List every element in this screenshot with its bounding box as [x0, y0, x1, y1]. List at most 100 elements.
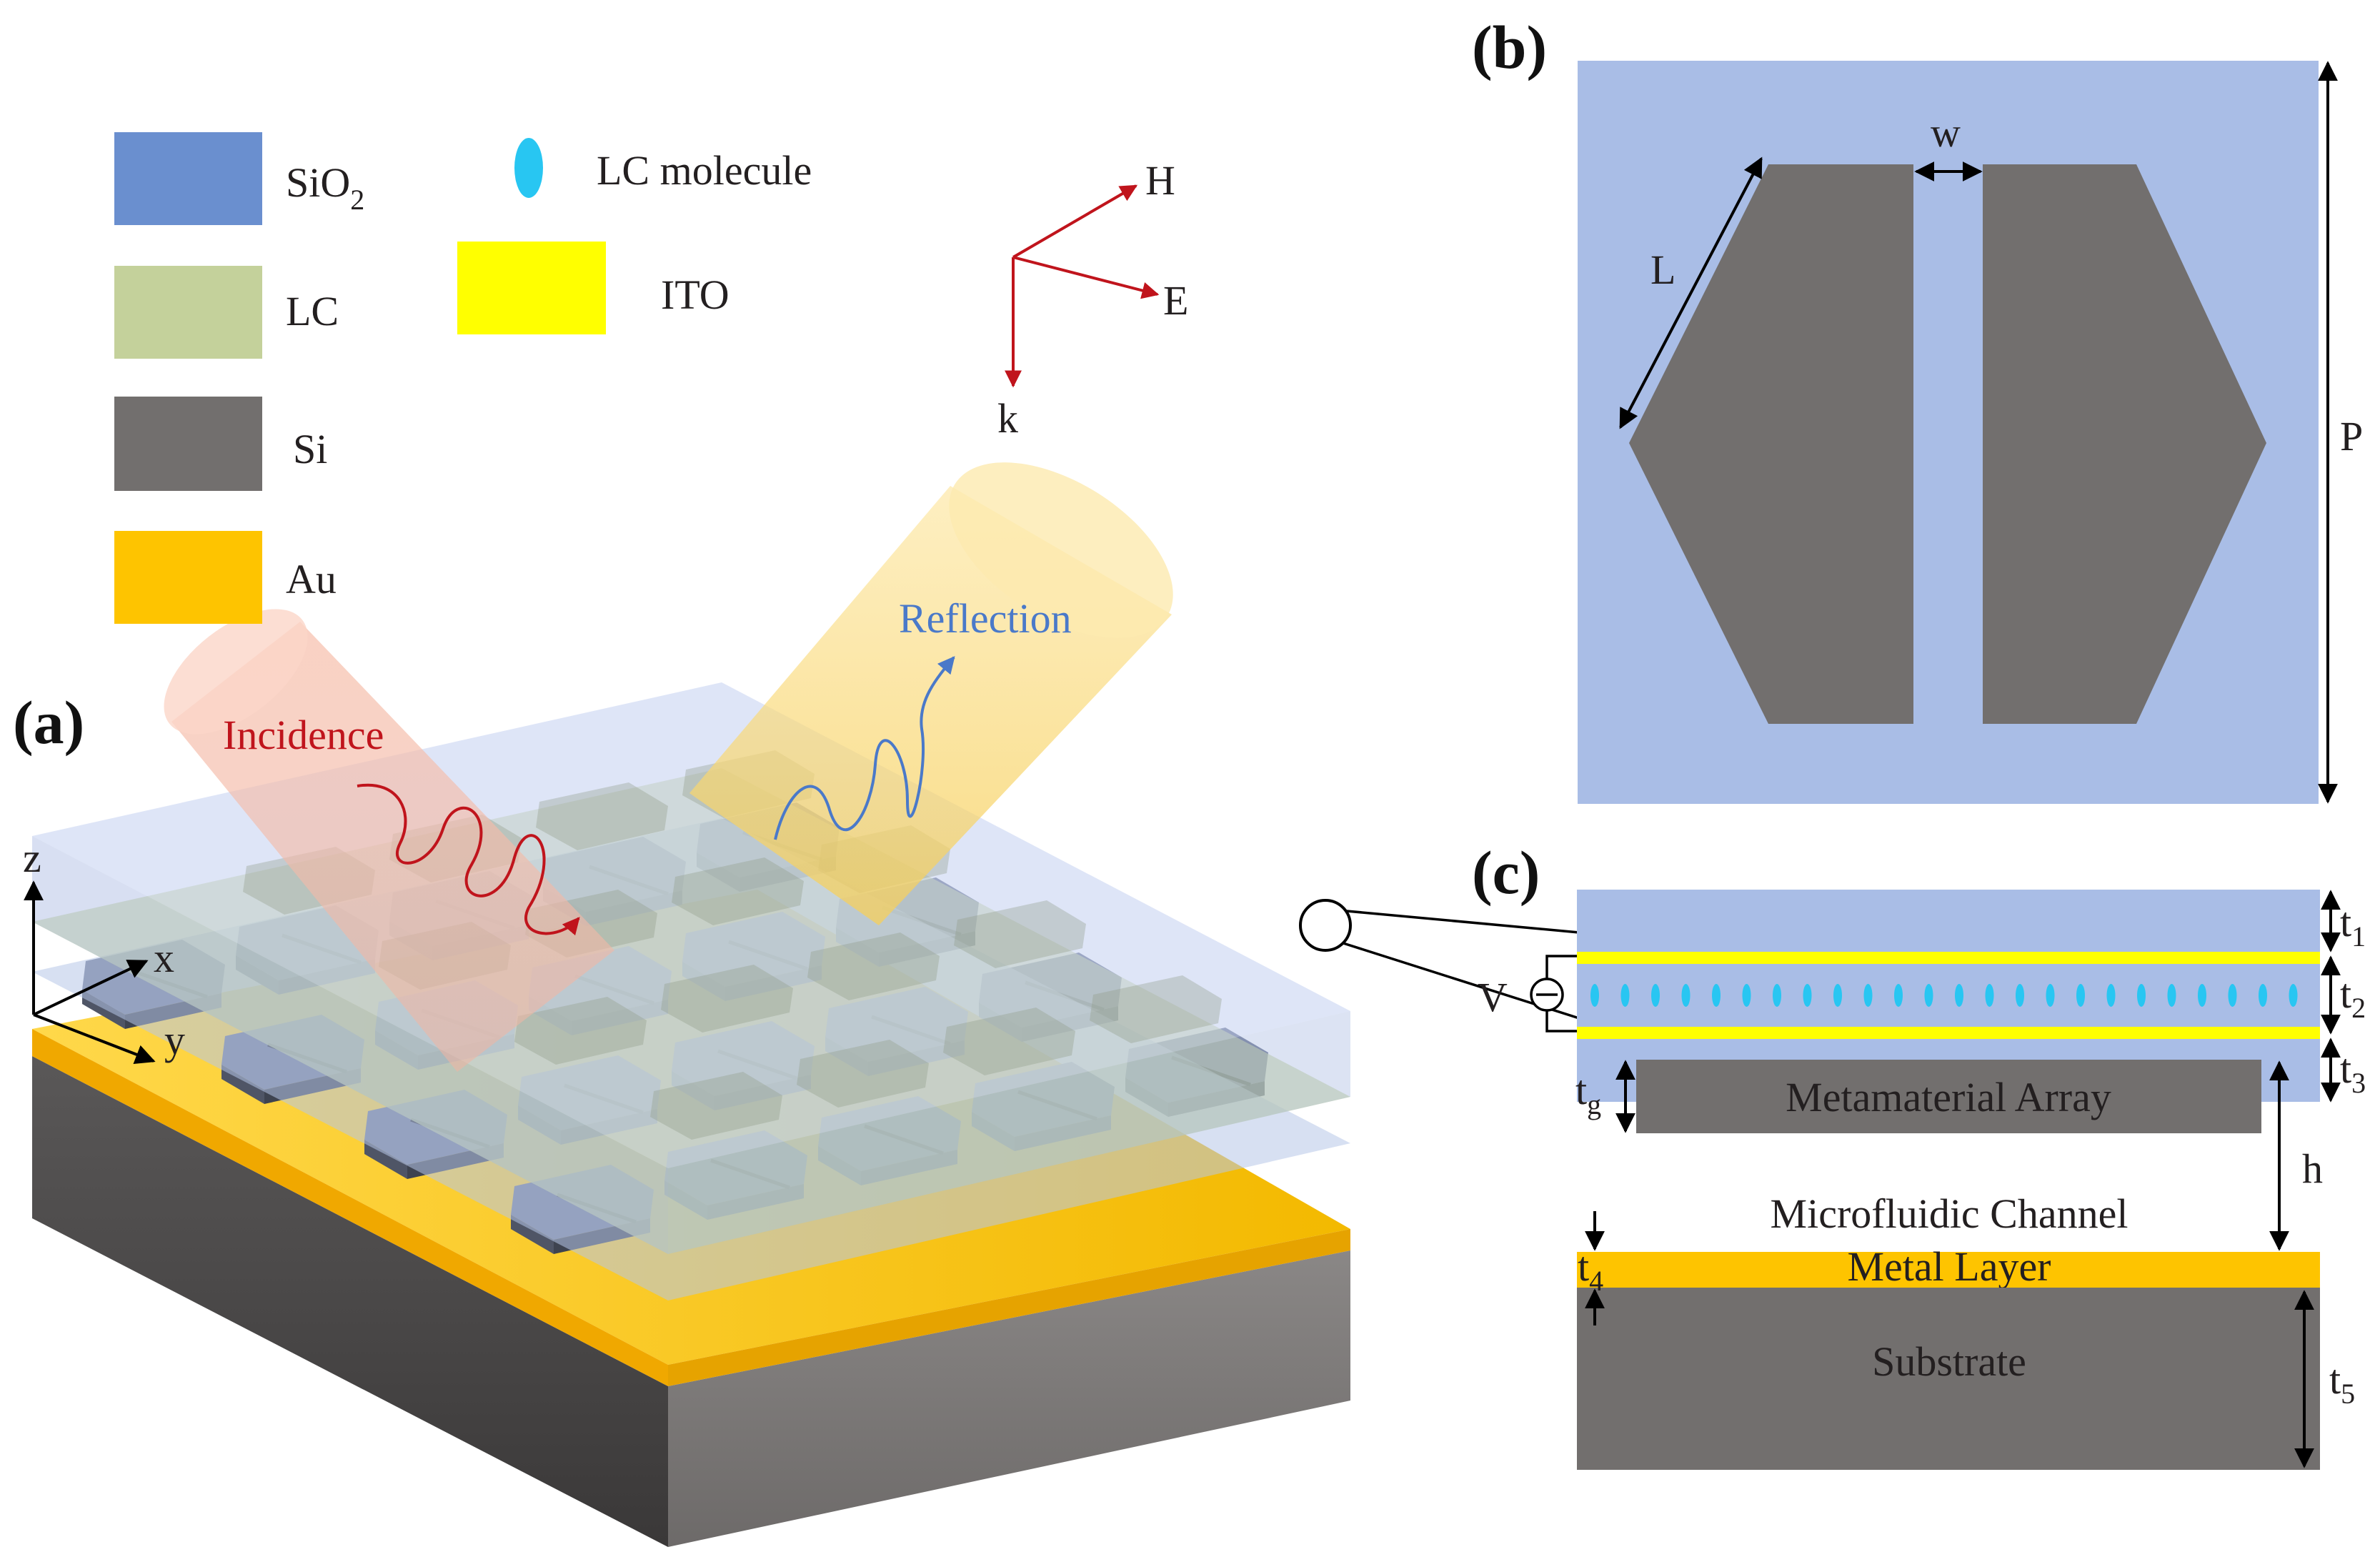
ghost-resonator	[514, 997, 647, 1065]
lc-molecule	[1712, 984, 1721, 1007]
substrate-label: Substrate	[1872, 1338, 2026, 1385]
t1-label: t1	[2340, 899, 2366, 952]
lc-molecule	[1773, 984, 1781, 1007]
x-axis-label: x	[154, 935, 174, 981]
legend-label-sio2: SiO2	[286, 159, 364, 216]
coordinate-axes: z x y	[23, 835, 185, 1064]
l-dimension	[1619, 156, 1763, 429]
ghost-resonator	[650, 1072, 782, 1140]
p-label: P	[2340, 413, 2363, 459]
lc-molecule	[2046, 984, 2055, 1007]
legend-label-lc: LC	[286, 288, 339, 334]
lc-molecule	[2198, 984, 2206, 1007]
lc-gap	[1577, 964, 2320, 1027]
panel-b-label: (b)	[1472, 13, 1547, 81]
t3-label: t3	[2340, 1045, 2366, 1099]
ghost-resonator	[797, 1040, 929, 1108]
reflection-wave	[774, 656, 955, 840]
lc-molecule	[1924, 984, 1933, 1007]
ghost-resonator	[672, 857, 804, 925]
legend-swatch-ito	[457, 242, 606, 334]
voltage-label: V	[1478, 974, 1508, 1020]
panel-c-cross-section: (c) V Metamaterial Array Microfluidic Ch…	[1472, 838, 2366, 1470]
ghost-resonator	[943, 1008, 1075, 1075]
legend-label-lc-molecule: LC molecule	[597, 147, 812, 194]
sio2-upper-left-edge	[32, 836, 668, 1254]
lc-molecules	[1590, 984, 2298, 1007]
ghost-resonator	[807, 932, 940, 1000]
tg-label: tg	[1575, 1067, 1601, 1120]
lc-molecule	[1833, 984, 1842, 1007]
legend-swatch-lc	[114, 266, 262, 359]
legend-swatch-lc-molecule	[514, 138, 543, 198]
h-label: h	[2302, 1145, 2323, 1192]
substrate-left-face	[32, 1056, 668, 1547]
incidence-label: Incidence	[223, 712, 384, 758]
ghost-resonator	[954, 900, 1086, 968]
substrate-layer	[1577, 1288, 2320, 1470]
gold-layer-right-edge	[668, 1229, 1350, 1386]
lc-molecule	[1803, 984, 1812, 1007]
field-vectors: H E k	[997, 157, 1188, 442]
sio2-upper-right-edge	[668, 1011, 1350, 1254]
l-label: L	[1650, 247, 1676, 293]
zoom-circle	[1299, 899, 1352, 952]
voltage-source: V	[1478, 955, 1577, 1033]
zoom-line-top	[1346, 910, 1580, 934]
panel-c-label: (c)	[1472, 838, 1540, 907]
gold-layer-left-edge	[32, 1029, 668, 1386]
k-label: k	[997, 395, 1018, 442]
e-label: E	[1163, 277, 1188, 324]
lc-molecule	[2106, 984, 2116, 1007]
lc-molecule	[2137, 984, 2146, 1007]
w-label: w	[1931, 109, 1961, 156]
legend-label-ito: ITO	[661, 272, 730, 318]
lc-molecule	[2076, 984, 2085, 1007]
reflection-beam	[689, 462, 1173, 925]
channel-label: Microfluidic Channel	[1771, 1190, 2128, 1237]
lc-molecule	[2259, 984, 2267, 1007]
t4-label: t4	[1578, 1243, 1603, 1297]
substrate-right-face	[668, 1250, 1350, 1547]
metamaterial-label: Metamaterial Array	[1786, 1074, 2111, 1120]
legend-swatch-au	[114, 531, 262, 624]
legend-label-si: Si	[293, 426, 327, 472]
top-sio2-layer	[1577, 890, 2320, 952]
lc-molecule	[2289, 984, 2298, 1007]
lc-molecule	[1651, 984, 1660, 1007]
lc-molecule	[2016, 984, 2024, 1007]
h-label: H	[1145, 157, 1175, 204]
lc-molecule	[1620, 984, 1630, 1007]
lc-molecule	[2167, 984, 2176, 1007]
top-ito-layer	[1577, 952, 2320, 964]
legend-swatch-sio2	[114, 132, 262, 225]
legend-swatch-si	[114, 397, 262, 491]
lc-molecule	[1742, 984, 1751, 1007]
metamaterial-array	[1636, 1060, 2261, 1133]
lc-molecule	[2228, 984, 2237, 1007]
ghost-resonator	[1090, 975, 1222, 1043]
panel-a-device: Incidence Reflection z x y H E k (a)	[13, 157, 1580, 1547]
metal-layer-label: Metal Layer	[1847, 1243, 2051, 1290]
bottom-ito-layer	[1577, 1027, 2320, 1039]
right-resonator-half	[1983, 164, 2266, 724]
metal-layer	[1577, 1252, 2320, 1288]
reflection-label: Reflection	[899, 595, 1072, 642]
legend: SiO2 LC Si Au LC molecule ITO	[114, 132, 812, 624]
y-axis-label: y	[164, 1017, 185, 1063]
ghost-resonator	[536, 782, 668, 850]
lc-molecule	[1681, 984, 1691, 1007]
incidence-beam	[164, 609, 614, 1072]
z-axis-label: z	[23, 835, 41, 881]
ghost-resonator	[661, 965, 793, 1033]
lc-molecule	[1894, 984, 1903, 1007]
lc-molecule	[1590, 984, 1599, 1007]
panel-b-unit-cell: w L P (b)	[1472, 13, 2363, 804]
panel-a-label: (a)	[13, 688, 84, 757]
t2-label: t2	[2340, 970, 2366, 1024]
t5-label: t5	[2329, 1356, 2355, 1410]
legend-label-au: Au	[286, 556, 337, 602]
incidence-wave	[357, 783, 580, 936]
